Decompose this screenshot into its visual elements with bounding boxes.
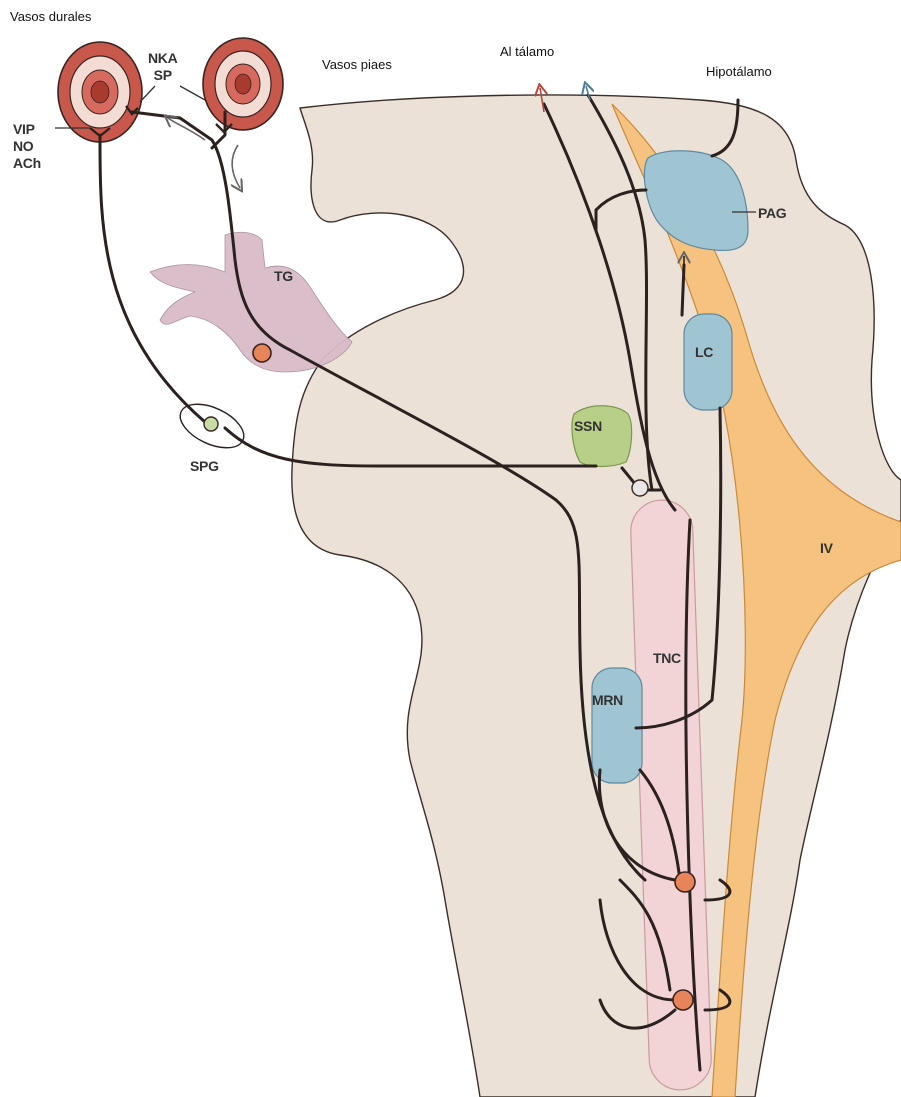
spg-neuron [204, 417, 218, 431]
tnc-neuron-2 [673, 990, 693, 1010]
ach-label: ACh [13, 155, 41, 172]
mrn-label: MRN [592, 692, 623, 708]
tnc-neuron-1 [675, 872, 695, 892]
tnc-label: TNC [653, 650, 681, 666]
trigeminal-ganglion [150, 232, 352, 372]
spg-label: SPG [190, 458, 219, 474]
vip-no-ach-label: VIP NO ACh [13, 121, 41, 172]
pial-vessel [203, 38, 283, 130]
antidromic-arrows [168, 118, 240, 188]
lc-ascending-fiber [682, 265, 684, 315]
ssn-neuron [632, 480, 648, 496]
nka-label: NKA [148, 50, 177, 67]
ssn-nucleus [572, 406, 632, 467]
to-thalamus-label: Al tálamo [500, 44, 554, 59]
sp-leader [180, 86, 205, 100]
nka-sp-label: NKA SP [148, 50, 177, 84]
pag-label: PAG [758, 205, 786, 221]
pial-vessels-label: Vasos piaes [322, 57, 392, 72]
dural-vessels-label: Vasos durales [10, 9, 91, 24]
vip-label: VIP [13, 121, 41, 138]
tg-label: TG [274, 268, 293, 284]
sp-label: SP [148, 67, 177, 84]
iv-label: IV [820, 540, 833, 556]
ssn-label: SSN [574, 418, 602, 434]
mrn-nucleus [592, 668, 642, 783]
lc-label: LC [695, 344, 713, 360]
lc-nucleus [684, 314, 732, 410]
dural-vessel [58, 42, 142, 142]
tg-neuron [253, 344, 271, 362]
no-label: NO [13, 138, 41, 155]
hypothalamus-label: Hipotálamo [706, 64, 772, 79]
antidromic-arrow-2 [232, 145, 240, 188]
